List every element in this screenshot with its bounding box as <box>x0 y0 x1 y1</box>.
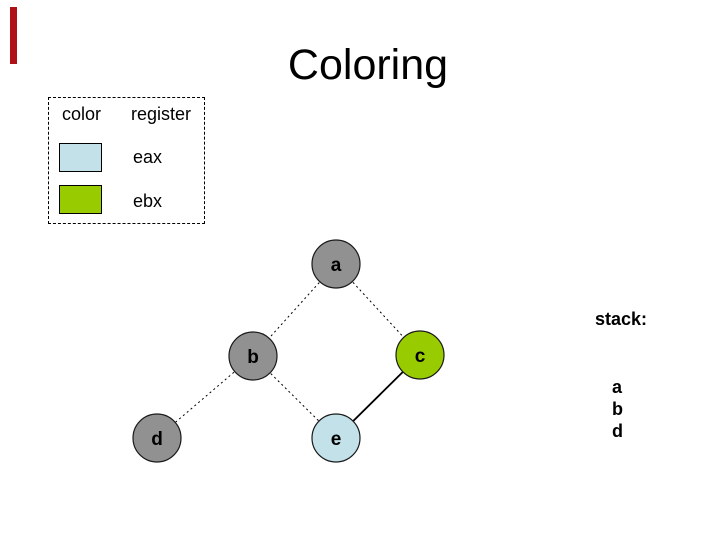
stack-item: d <box>612 421 623 441</box>
node-label-e: e <box>331 429 342 450</box>
legend-register-eax: eax <box>133 147 163 167</box>
node-e <box>311 413 361 463</box>
slide-title: Coloring <box>287 41 449 89</box>
legend-header-register: register <box>131 104 192 124</box>
graph-nodes: a b c d e <box>132 239 445 463</box>
stack-items: a b d <box>612 376 623 442</box>
node-label-c: c <box>415 346 426 367</box>
node-label-b: b <box>247 347 259 368</box>
node-b <box>228 331 278 381</box>
stack-item: b <box>612 399 623 419</box>
legend-register-ebx: ebx <box>133 191 163 211</box>
legend-swatch-ebx <box>59 185 102 214</box>
node-label-d: d <box>151 429 163 450</box>
legend-header-color: color <box>62 104 102 124</box>
stack-label: stack: <box>595 309 648 329</box>
graph-edges <box>156 263 421 439</box>
legend-box: color register eax ebx <box>48 97 205 224</box>
legend-swatch-eax <box>59 143 102 172</box>
node-a <box>311 239 361 289</box>
node-label-a: a <box>331 255 342 276</box>
node-d <box>132 413 182 463</box>
node-c <box>395 330 445 380</box>
stack-item: a <box>612 377 623 397</box>
slide-accent-bar <box>10 7 17 64</box>
